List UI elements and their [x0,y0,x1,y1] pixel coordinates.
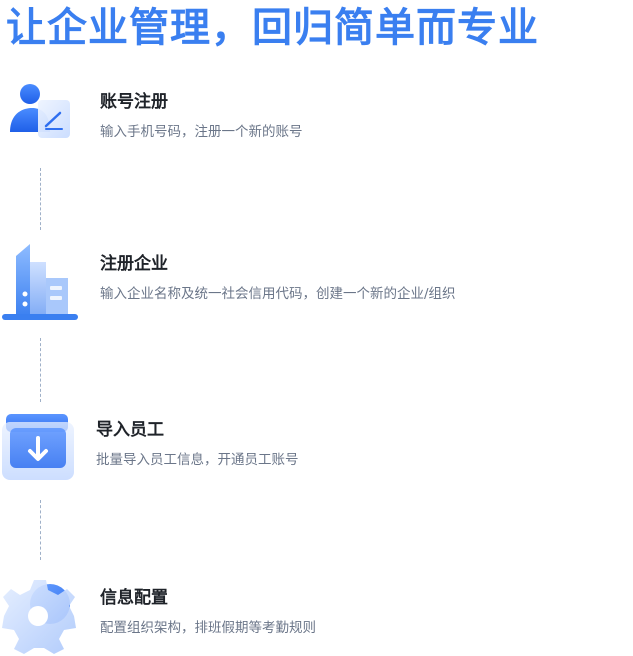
step-title: 信息配置 [100,588,168,608]
user-register-icon [0,80,80,160]
step-connector-line [40,168,41,230]
step-info-config: 信息配置 配置组织架构，排班假期等考勤规则 [0,576,633,656]
step-title: 账号注册 [100,92,168,112]
step-connector-line [40,338,41,402]
step-title: 注册企业 [100,254,168,274]
step-import-employees: 导入员工 批量导入员工信息，开通员工账号 [0,408,633,488]
import-download-icon [0,408,80,488]
step-description: 输入手机号码，注册一个新的账号 [100,124,303,140]
step-title: 导入员工 [96,420,164,440]
step-account-register: 账号注册 输入手机号码，注册一个新的账号 [0,80,633,160]
step-description: 配置组织架构，排班假期等考勤规则 [100,620,316,636]
settings-gear-icon [0,576,80,656]
step-description: 批量导入员工信息，开通员工账号 [96,452,299,468]
step-connector-line [40,500,41,560]
page-headline: 让企业管理，回归简单而专业 [6,5,539,51]
enterprise-building-icon [0,242,80,322]
step-description: 输入企业名称及统一社会信用代码，创建一个新的企业/组织 [100,286,456,302]
step-register-enterprise: 注册企业 输入企业名称及统一社会信用代码，创建一个新的企业/组织 [0,242,633,322]
